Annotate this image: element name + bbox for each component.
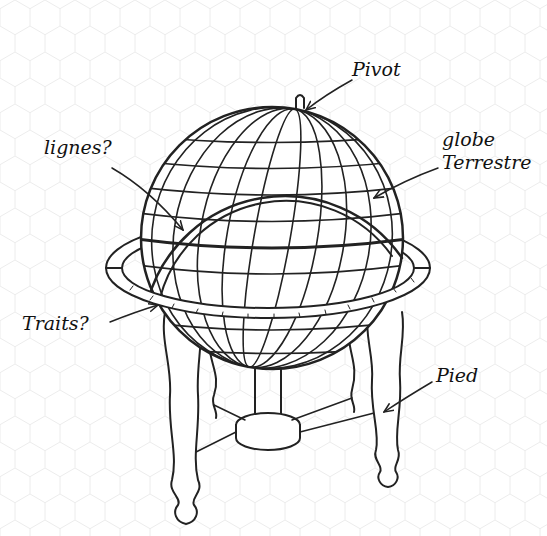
globe xyxy=(130,88,414,388)
leader-lines xyxy=(110,80,438,412)
part-label: Pivot xyxy=(352,58,401,81)
part-label: Pied xyxy=(436,364,478,387)
ring-ticks xyxy=(130,278,414,318)
part-label: Traits? xyxy=(22,312,89,335)
horizon-ring-front xyxy=(106,268,430,318)
part-label: globe Terrestre xyxy=(442,128,540,174)
part-label: lignes? xyxy=(44,136,112,159)
